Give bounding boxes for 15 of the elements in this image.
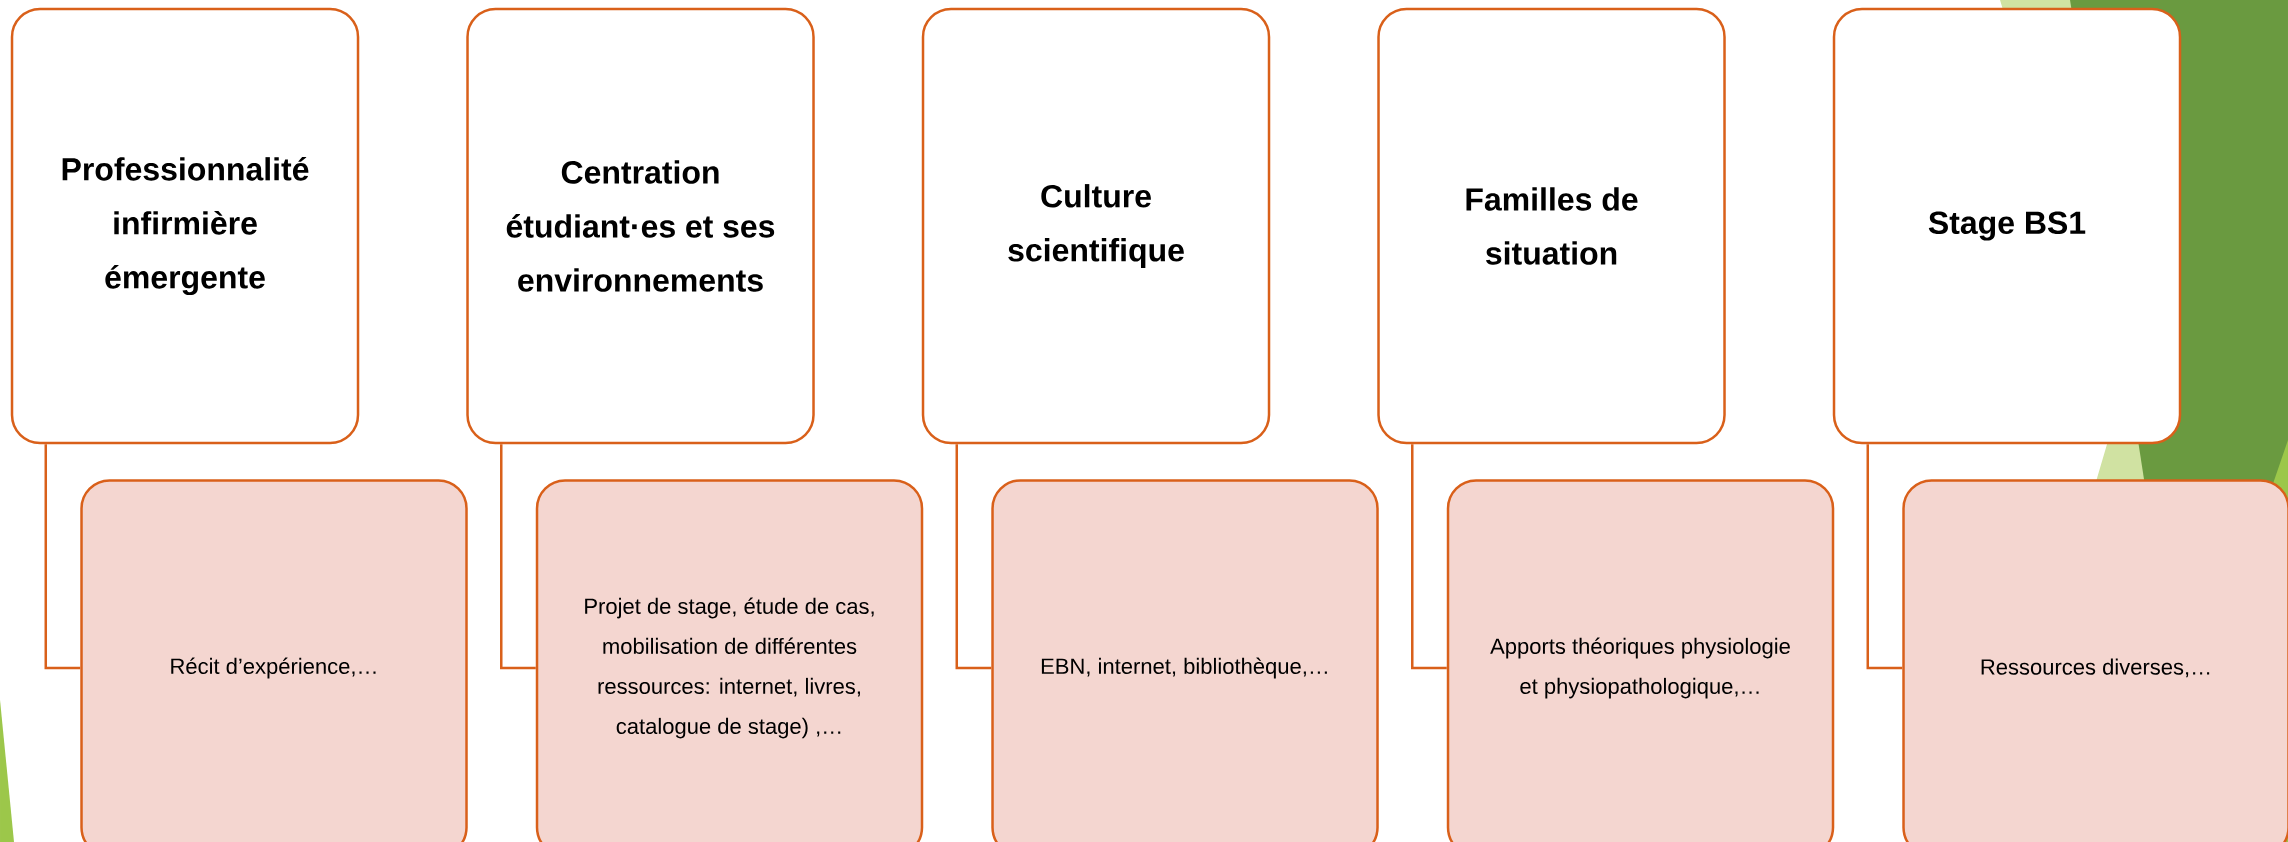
connector-line	[1866, 444, 1903, 670]
category-box: Culture scientifique	[921, 7, 1271, 445]
resource-box: Projet de stage, étude de cas, mobilisation de différentes ressources: internet, livres, catalogue de stage) ,…	[535, 479, 924, 842]
connector-line	[1411, 444, 1447, 670]
category-box: Stage BS1	[1832, 7, 2182, 445]
category-box: Familles de situation	[1377, 7, 1726, 445]
resource-box: Récit d’expérience,…	[80, 479, 468, 842]
resource-box: Ressources diverses,…	[1902, 479, 2288, 842]
connector-line	[955, 444, 992, 670]
category-box: Centration étudiant·es et ses environnements	[466, 7, 815, 445]
connector-line	[500, 444, 536, 670]
resource-box: EBN, internet, bibliothèque,…	[991, 479, 1379, 842]
resource-box: Apports théoriques physiologie et physiopathologique,…	[1446, 479, 1835, 842]
connector-line	[44, 444, 81, 670]
category-box: Professionnalité infirmière émergente	[10, 7, 360, 445]
